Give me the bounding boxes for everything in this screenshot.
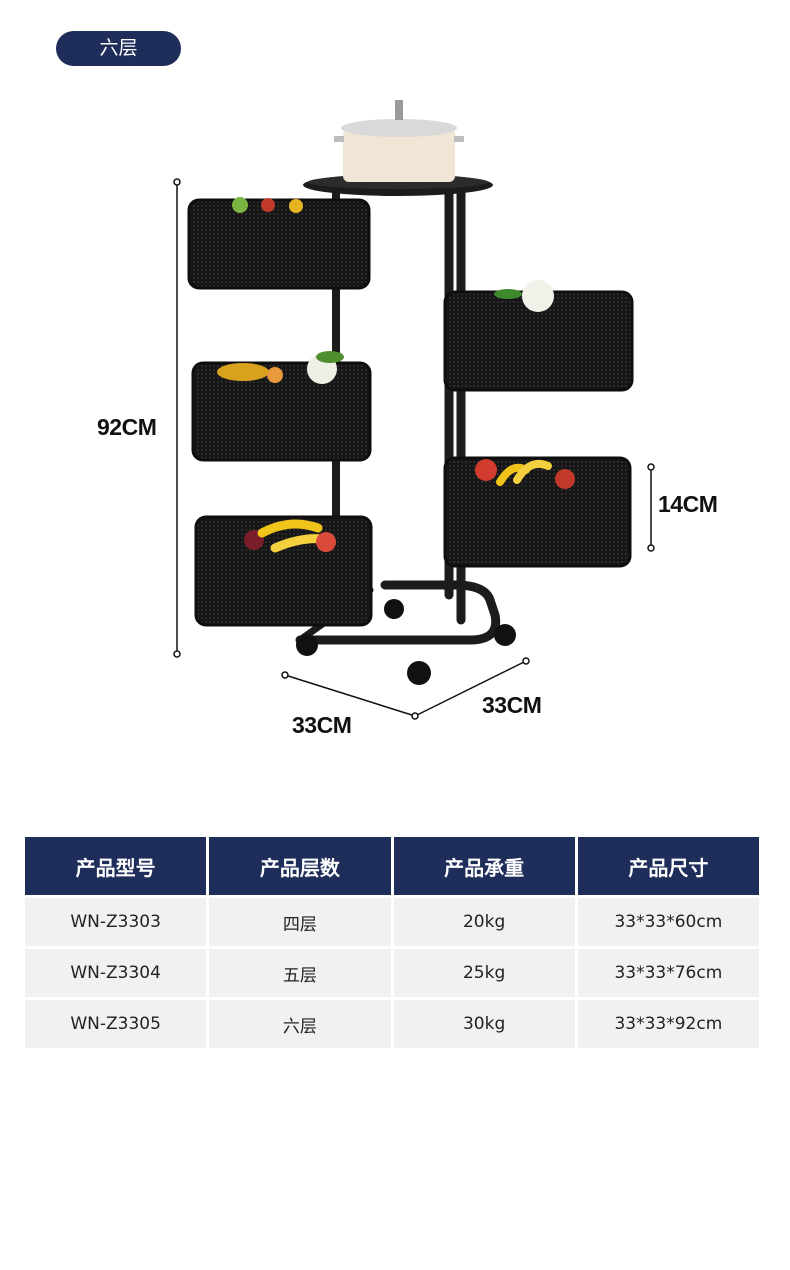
header-tiers: 产品层数 xyxy=(209,837,391,895)
cell-tiers: 六层 xyxy=(209,1000,391,1048)
basket-top-left xyxy=(187,197,371,290)
cell-load: 30kg xyxy=(393,1000,575,1048)
cell-tiers: 五层 xyxy=(209,949,391,997)
cell-size: 33*33*76cm xyxy=(577,949,759,997)
caster-wheels xyxy=(296,599,516,685)
cell-load: 20kg xyxy=(393,898,575,946)
height-dimension-line xyxy=(173,178,181,658)
width-dimension-label: 33CM xyxy=(482,692,542,718)
cell-load: 25kg xyxy=(393,949,575,997)
table-row: WN-Z3305 六层 30kg 33*33*92cm xyxy=(25,1000,759,1048)
basket-low-left xyxy=(194,515,373,627)
tier-badge: 六层 xyxy=(56,31,181,66)
basket-top-right xyxy=(443,280,634,392)
header-size: 产品尺寸 xyxy=(577,837,759,895)
cell-size: 33*33*92cm xyxy=(577,1000,759,1048)
depth-dimension-label: 33CM xyxy=(292,712,352,738)
product-illustration xyxy=(173,100,655,720)
basket-low-right xyxy=(443,456,632,568)
spec-table-header-row: 产品型号 产品层数 产品承重 产品尺寸 xyxy=(25,837,759,895)
basket-height-dimension-label: 14CM xyxy=(658,491,718,517)
header-model: 产品型号 xyxy=(25,837,207,895)
cell-model: WN-Z3304 xyxy=(25,949,207,997)
table-row: WN-Z3304 五层 25kg 33*33*76cm xyxy=(25,949,759,997)
basket-height-dimension-line xyxy=(647,463,655,552)
table-row: WN-Z3303 四层 20kg 33*33*60cm xyxy=(25,898,759,946)
cell-model: WN-Z3303 xyxy=(25,898,207,946)
spec-table: 产品型号 产品层数 产品承重 产品尺寸 WN-Z3303 四层 20kg 33*… xyxy=(22,834,762,1051)
cell-tiers: 四层 xyxy=(209,898,391,946)
cell-model: WN-Z3305 xyxy=(25,1000,207,1048)
header-load: 产品承重 xyxy=(393,837,575,895)
cell-size: 33*33*60cm xyxy=(577,898,759,946)
base-dimension-lines xyxy=(281,657,530,720)
pot-illustration xyxy=(334,100,464,182)
height-dimension-label: 92CM xyxy=(97,414,157,440)
basket-mid-left xyxy=(191,351,372,462)
